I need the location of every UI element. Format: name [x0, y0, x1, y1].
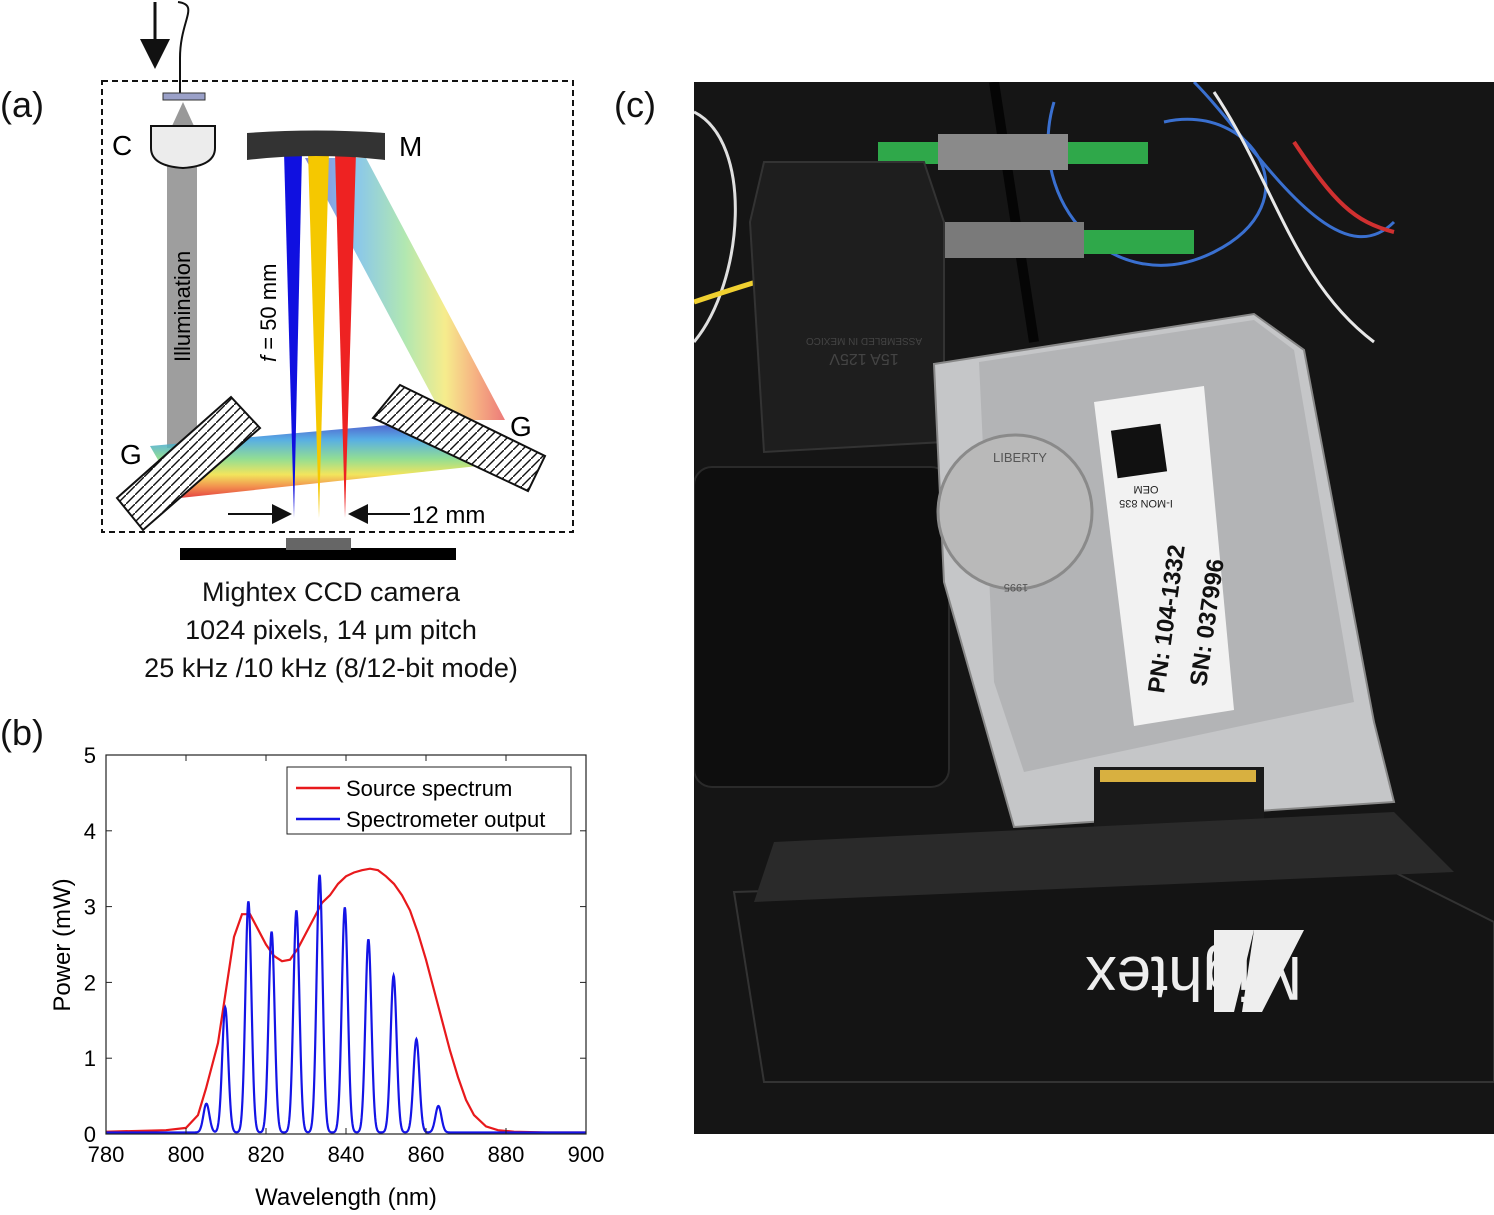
x-tick-label: 880: [488, 1142, 525, 1167]
green-connector-top-right: [1068, 142, 1148, 164]
y-tick-label: 5: [84, 743, 96, 768]
x-tick-label: 780: [88, 1142, 125, 1167]
mirror-label: M: [399, 131, 422, 162]
grating-left: [115, 395, 262, 532]
logo-shape-2: [1242, 930, 1304, 1012]
legend-box: [286, 766, 572, 835]
metal-connector-top: [938, 134, 1068, 170]
brand-text: Mightex: [1085, 943, 1302, 1012]
panel-label-a: (a): [0, 84, 44, 125]
spectrometer-enclosure: [101, 80, 574, 533]
input-fiber: [177, 1, 190, 94]
focal-f: f: [256, 353, 281, 362]
ccd-camera-body: [180, 548, 456, 560]
camera-rate: 25 kHz /10 kHz (8/12-bit mode): [144, 653, 518, 683]
yellow-focus-beam: [308, 152, 329, 518]
focal-length-label: f = 50 mm: [256, 264, 281, 362]
camera-caption: Mightex CCD camera 1024 pixels, 14 μm pi…: [100, 573, 562, 687]
spectrometer-output-line: [106, 874, 586, 1134]
label-oem: OEM: [1133, 483, 1158, 495]
plug-text-2: ASSEMBLED IN MEXICO: [806, 335, 922, 346]
camera-pixels: 1024 pixels, 14 μm pitch: [185, 615, 477, 645]
grating-left-label: G: [120, 439, 142, 470]
green-connector-top: [878, 142, 938, 164]
y-axis-label: Power (mW): [49, 878, 76, 1011]
ccd-sensor: [286, 538, 351, 550]
source-spectrum-line: [105, 867, 586, 1134]
focusing-mirror: [247, 130, 385, 160]
focal-rest: = 50 mm: [256, 264, 281, 356]
blue-focus-beam: [284, 152, 302, 518]
white-fiber: [1212, 91, 1375, 344]
diffracted-beam-upper: [305, 158, 505, 420]
blue-fiber-loop-2: [1192, 82, 1396, 239]
spectrometer-diagram: Illumination C M G G f = 50 mm 12 mm: [101, 1, 574, 560]
illumination-label: Illumination: [170, 251, 195, 362]
y-tick-label: 1: [84, 1046, 96, 1071]
red-wire: [1292, 140, 1395, 234]
power-plug: [748, 161, 945, 454]
width-label: 12 mm: [412, 502, 485, 529]
blue-fiber-loop: [1046, 101, 1268, 267]
grating-right: [371, 383, 547, 493]
legend-label-source: Source spectrum: [346, 776, 512, 801]
legend: Source spectrum Spectrometer output: [286, 766, 572, 835]
panel-label-b: (b): [0, 712, 44, 753]
coin-liberty: LIBERTY: [993, 450, 1047, 465]
x-tick-label: 800: [168, 1142, 205, 1167]
y-tick-label: 3: [84, 895, 96, 920]
x-axis-label: Wavelength (nm): [255, 1184, 437, 1211]
black-cable: [989, 82, 1039, 343]
metal-connector-bottom: [944, 222, 1084, 258]
collimator-cone: [172, 102, 194, 126]
coin-year: 1995: [1004, 581, 1028, 593]
spectrometer-photo: 15A 125V ASSEMBLED IN MEXICO I-MON 835 O…: [694, 82, 1494, 1134]
collimator-label: C: [112, 130, 132, 161]
legend-label-output: Spectrometer output: [346, 807, 545, 832]
plug-text-1: 15A 125V: [829, 350, 899, 367]
collimator-lens: [150, 125, 216, 170]
illumination-beam: [167, 166, 197, 448]
label-model: I-MON 835: [1119, 497, 1173, 509]
mightex-board: [754, 812, 1454, 902]
gold-pins: [1100, 770, 1256, 782]
x-tick-label: 820: [248, 1142, 285, 1167]
grating-right-label: G: [510, 411, 532, 442]
y-tick-label: 4: [84, 819, 96, 844]
black-housing: [694, 466, 950, 788]
green-connector-bottom: [1084, 230, 1194, 254]
logo-shape-1: [1214, 930, 1254, 1012]
panel-label-c: (c): [614, 84, 656, 125]
fiber-tip: [162, 92, 206, 101]
camera-name: Mightex CCD camera: [201, 577, 461, 607]
mightex-logo: [1214, 930, 1304, 1012]
qr-code: [1110, 423, 1168, 479]
y-tick-label: 2: [84, 970, 96, 995]
white-cable: [694, 110, 737, 343]
x-tick-label: 900: [568, 1142, 605, 1167]
red-focus-beam: [335, 152, 356, 518]
quarter-coin: [936, 433, 1094, 591]
x-tick-label: 860: [408, 1142, 445, 1167]
y-tick-label: 0: [84, 1122, 96, 1147]
x-tick-label: 840: [328, 1142, 365, 1167]
spectrum-chart: 780 800 820 840 860 880 900 0 1 2 3 4 5 Wavelength (…: [49, 743, 605, 1211]
